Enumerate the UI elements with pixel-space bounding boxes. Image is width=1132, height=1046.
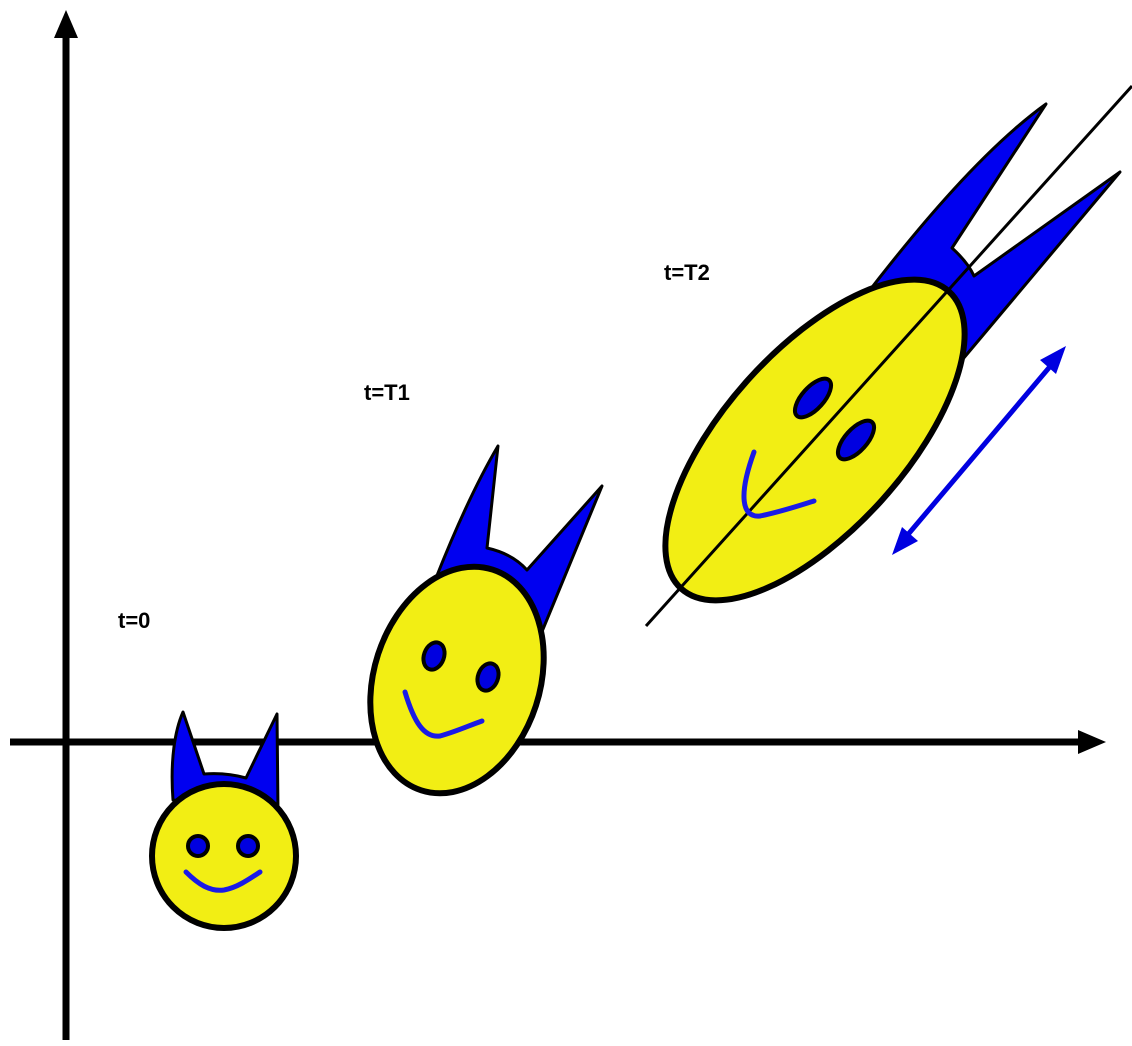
label-t0: t=0 — [118, 608, 150, 633]
head-t1 — [367, 563, 547, 797]
eye-left-t1 — [421, 640, 447, 672]
arrowhead-upper — [1040, 346, 1066, 374]
y-axis-arrowhead — [54, 10, 78, 38]
eye-right-t1 — [475, 661, 501, 693]
arrowhead-lower — [892, 527, 918, 555]
eye-left-t2 — [792, 376, 834, 420]
stretch-axis-line — [644, 84, 1132, 628]
x-axis-arrowhead — [1078, 730, 1106, 754]
eye-right-t0 — [236, 834, 260, 858]
face-t1 — [367, 444, 604, 797]
double-headed-arrow-icon — [892, 346, 1066, 555]
mouth-t1 — [402, 689, 485, 739]
label-t2: t=T2 — [664, 260, 710, 285]
eye-left-t0 — [186, 834, 210, 858]
head-t0 — [149, 781, 299, 931]
eye-right-t2 — [835, 418, 877, 462]
face-t0 — [149, 710, 299, 931]
face-t2 — [644, 84, 1132, 628]
mouth-t2 — [741, 449, 817, 519]
label-t1: t=T1 — [364, 380, 410, 405]
mouth-t0 — [183, 869, 263, 893]
